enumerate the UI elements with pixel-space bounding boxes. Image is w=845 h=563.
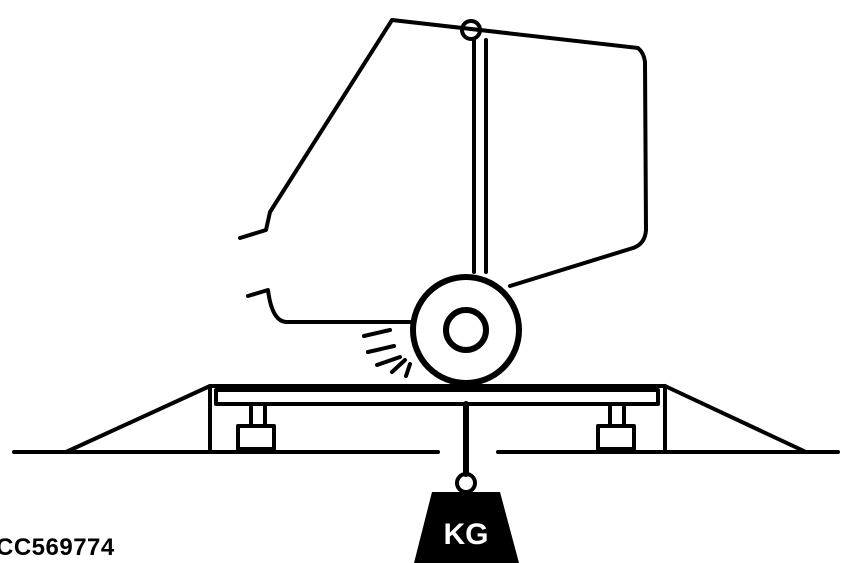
right-load-cell [596,402,636,451]
baler [238,18,648,386]
kg-weight-label: KG [444,518,489,551]
right-ramp [663,384,808,454]
scale-platform [208,384,667,406]
figure-code: CC569774 [0,534,115,561]
left-ramp [64,384,212,454]
kg-weight [414,492,519,563]
left-load-cell [236,402,276,451]
baler-wheel [410,274,522,386]
baler-wheel-hub [443,307,489,353]
